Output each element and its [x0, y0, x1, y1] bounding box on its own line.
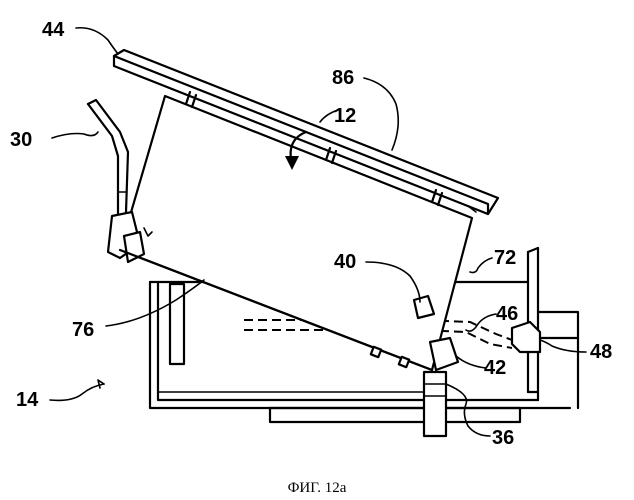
label-46: 46: [496, 303, 518, 325]
label-12: 12: [334, 105, 356, 127]
label-48: 48: [590, 341, 612, 363]
label-42: 42: [484, 357, 506, 379]
label-72: 72: [494, 247, 516, 269]
label-14: 14: [16, 389, 39, 411]
label-36: 36: [492, 427, 514, 449]
label-86: 86: [332, 67, 354, 89]
label-76: 76: [72, 319, 94, 341]
label-30: 30: [10, 129, 32, 151]
label-44: 44: [42, 19, 65, 41]
figure-caption: ФИГ. 12а: [288, 480, 347, 496]
label-40: 40: [334, 251, 356, 273]
